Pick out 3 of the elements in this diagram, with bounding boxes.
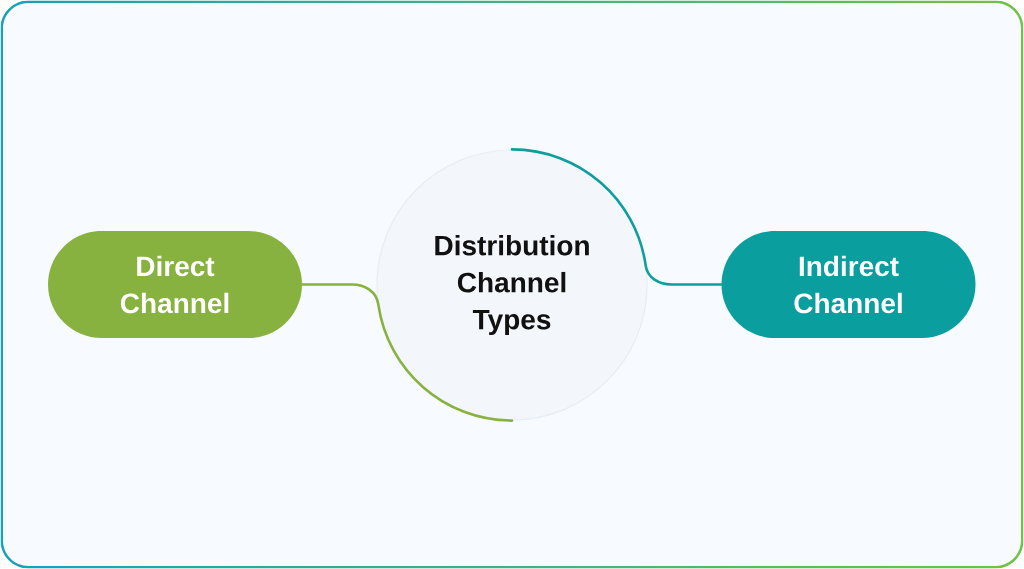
circle-node: Distribution Channel Types — [376, 149, 648, 421]
connector-line — [510, 148, 723, 286]
connector-line — [300, 283, 514, 422]
